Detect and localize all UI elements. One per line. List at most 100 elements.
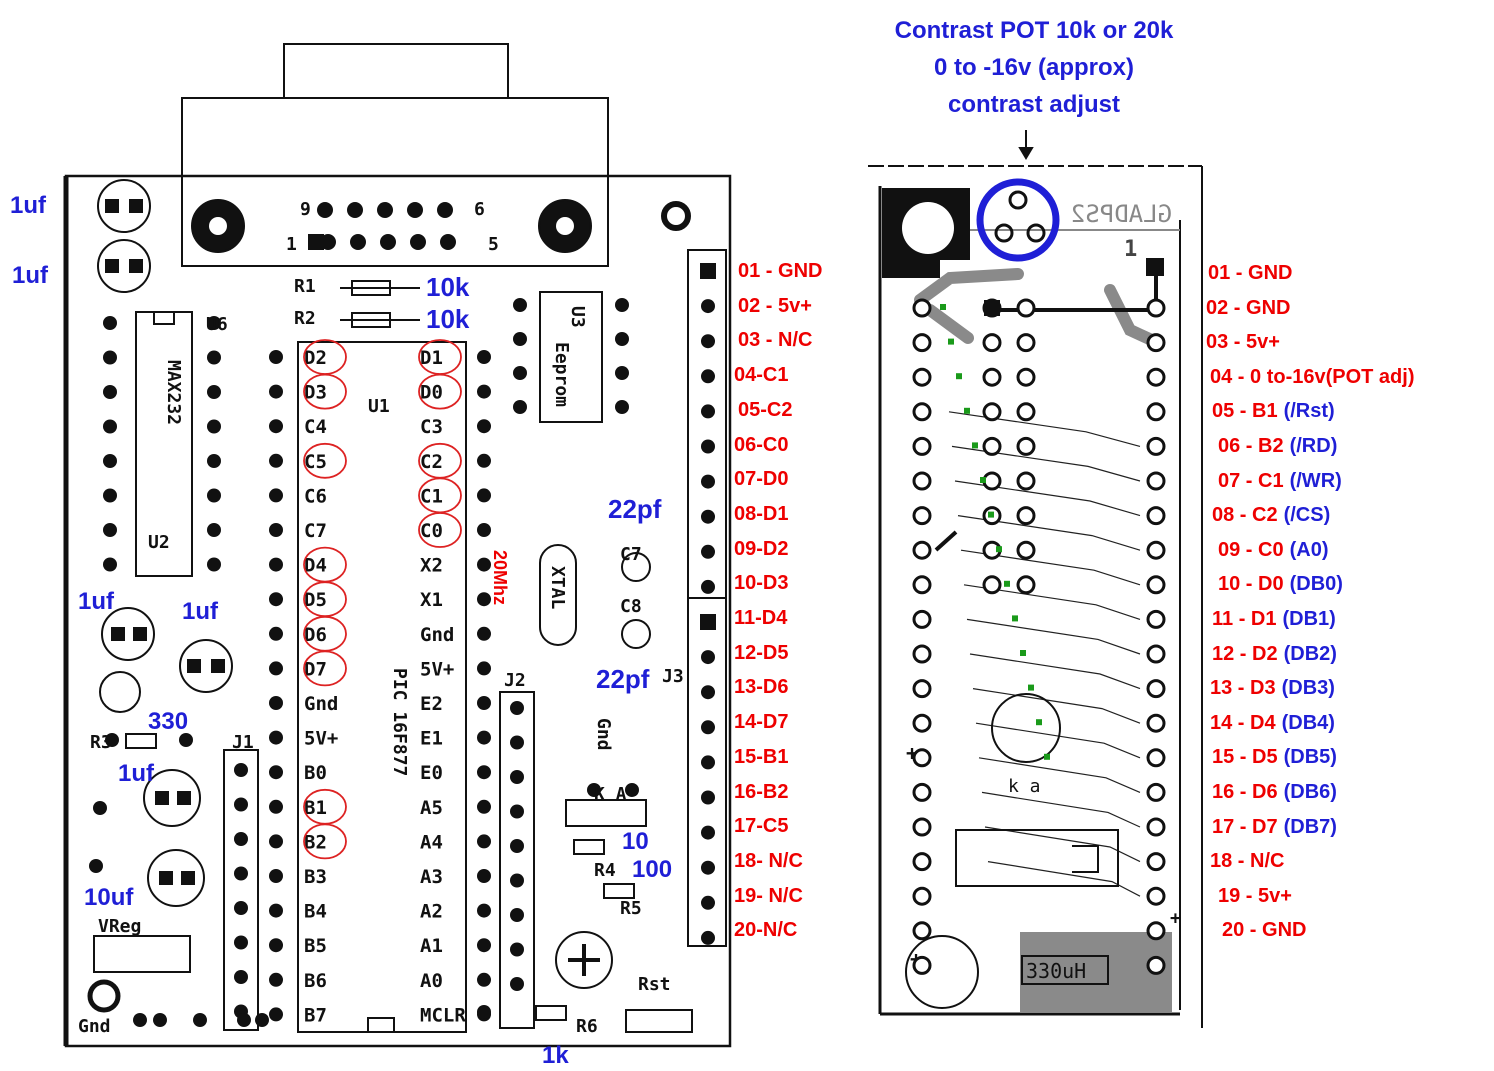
right-pin-signal: 08 - C2 — [1212, 504, 1278, 527]
c8-label: C8 — [620, 596, 642, 617]
pic-pin-left-0: D2 — [304, 347, 327, 369]
pic-pin-right-5: C0 — [420, 520, 443, 542]
pic-pin-right-4: C1 — [420, 485, 443, 507]
pic-pin-right-15: A3 — [420, 866, 443, 888]
right-pin-label-13: 13 - D3(DB3) — [1210, 677, 1335, 700]
right-pin-signal: 17 - D7 — [1212, 815, 1278, 838]
pic-pin-right-11: E1 — [420, 728, 443, 750]
right-pin-signal: 15 - D5 — [1212, 746, 1278, 769]
c8-value-22pf: 22pf — [596, 664, 650, 694]
u3-label: U3 — [567, 306, 588, 328]
r1-label: R1 — [294, 276, 316, 297]
pot-highlight-circle — [976, 178, 1060, 262]
r3-value-330: 330 — [148, 708, 189, 735]
c7-label: C7 — [620, 544, 642, 565]
pic-pin-right-12: E0 — [420, 762, 443, 784]
right-pin-label-9: 09 - C0(A0) — [1218, 539, 1328, 562]
eeprom-label: Eeprom — [551, 342, 572, 407]
left-pin-label-5: 05-C2 — [738, 398, 793, 421]
pot-title-line3: contrast adjust — [947, 91, 1121, 118]
pic-pin-left-16: B4 — [304, 901, 327, 923]
max232-label: MAX232 — [163, 360, 184, 425]
j2-label: J2 — [504, 670, 526, 691]
right-pin-signal: 13 - D3 — [1210, 677, 1276, 700]
diode-ka-label: K A — [594, 784, 627, 805]
left-pin-label-19: 19- N/C — [734, 884, 803, 907]
pin1-mark: 1 — [1124, 237, 1137, 262]
j3-label: J3 — [662, 666, 684, 687]
right-pin-function: (/WR) — [1289, 469, 1342, 492]
gnd-vertical-label: Gnd — [593, 718, 614, 751]
pic-pin-left-12: B0 — [304, 762, 327, 784]
right-pin-function: (DB7) — [1283, 815, 1337, 838]
left-pin-label-9: 09-D2 — [734, 537, 789, 560]
right-pin-label-17: 17 - D7(DB7) — [1212, 816, 1337, 839]
diode-label: k a — [1008, 776, 1041, 797]
pic-pin-right-0: D1 — [420, 347, 443, 369]
left-pin-label-17: 17-C5 — [734, 815, 789, 838]
pic-pin-left-5: C7 — [304, 520, 327, 542]
inductor-label: 330uH — [1026, 959, 1086, 983]
left-pin-label-18: 18- N/C — [734, 849, 803, 872]
right-pin-label-10: 10 - D0(DB0) — [1218, 573, 1343, 596]
pic-pin-right-19: MCLR — [420, 1004, 466, 1026]
pic-pin-right-2: C3 — [420, 416, 443, 438]
left-pin-label-13: 13-D6 — [734, 676, 789, 699]
pic-pin-right-10: E2 — [420, 693, 443, 715]
right-pin-signal: 10 - D0 — [1218, 573, 1284, 596]
left-pin-label-7: 07-D0 — [734, 468, 789, 491]
right-pin-function: (/CS) — [1283, 504, 1331, 527]
pic-pin-left-15: B3 — [304, 866, 327, 888]
left-pin-label-12: 12-D5 — [734, 641, 789, 664]
pic-pin-left-11: 5V+ — [304, 728, 338, 750]
right-pin-signal: 11 - D1 — [1212, 608, 1277, 630]
right-pin-signal: 20 - GND — [1222, 919, 1307, 942]
right-pin-signal: 16 - D6 — [1212, 781, 1278, 803]
right-pin-signal: 07 - C1 — [1218, 469, 1284, 492]
right-pin-label-6: 06 - B2(/RD) — [1218, 435, 1337, 458]
right-pin-signal: 18 - N/C — [1210, 850, 1285, 873]
pic-pin-left-8: D6 — [304, 624, 327, 646]
rst-label: Rst — [638, 974, 671, 995]
right-pin-label-11: 11 - D1(DB1) — [1212, 608, 1336, 631]
pic-pin-left-4: C6 — [304, 485, 327, 507]
r4-value-10: 10 — [622, 828, 649, 855]
r1-value-10k: 10k — [426, 272, 470, 302]
pic-pin-left-10: Gnd — [304, 693, 338, 715]
right-pin-label-19: 19 - 5v+ — [1218, 885, 1298, 908]
right-pcb-diagram: GLADPS2 1 330uH k a + + + — [868, 130, 1203, 1028]
vreg-label: VReg — [98, 916, 141, 937]
right-pin-signal: 02 - GND — [1206, 296, 1291, 319]
u6-label: U6 — [206, 314, 228, 335]
c7-value-22pf: 22pf — [608, 494, 662, 524]
j1-label: J1 — [232, 732, 254, 753]
right-pin-function: (DB6) — [1283, 781, 1337, 803]
r4-label: R4 — [594, 860, 616, 881]
right-pin-signal: 19 - 5v+ — [1218, 884, 1292, 907]
pic-pin-right-3: C2 — [420, 451, 443, 473]
pic-pin-left-3: C5 — [304, 451, 327, 473]
right-pin-signal: 14 - D4 — [1210, 711, 1276, 734]
right-pin-function: (DB5) — [1283, 746, 1337, 769]
silkscreen-label: GLADPS2 — [1071, 200, 1172, 228]
left-pin-label-11: 11-D4 — [734, 607, 788, 629]
r6-label: R6 — [576, 1016, 598, 1037]
cap-1uf-mid2: 1uf — [182, 598, 218, 625]
right-pin-function: (/Rst) — [1283, 400, 1335, 423]
left-pin-label-4: 04-C1 — [734, 364, 789, 387]
pic-pin-left-18: B6 — [304, 970, 327, 992]
right-pin-label-5: 05 - B1(/Rst) — [1212, 400, 1335, 423]
pic-pin-left-2: C4 — [304, 416, 327, 438]
right-pin-signal: 12 - D2 — [1212, 642, 1278, 665]
right-pin-signal: 06 - B2 — [1218, 435, 1284, 457]
left-pin-label-3: 03 - N/C — [738, 329, 813, 352]
pic-pin-right-1: D0 — [420, 382, 443, 404]
right-pin-function: (DB1) — [1282, 608, 1336, 630]
pic-pin-left-17: B5 — [304, 935, 327, 957]
db9-pin1-label: 1 — [286, 234, 297, 255]
pot-title: Contrast POT 10k or 20k 0 to -16v (appro… — [846, 12, 1222, 123]
pic-pin-right-6: X2 — [420, 555, 443, 577]
right-pin-function: (DB4) — [1281, 711, 1335, 734]
right-pin-label-7: 07 - C1(/WR) — [1218, 470, 1342, 493]
db9-connector — [181, 97, 609, 267]
